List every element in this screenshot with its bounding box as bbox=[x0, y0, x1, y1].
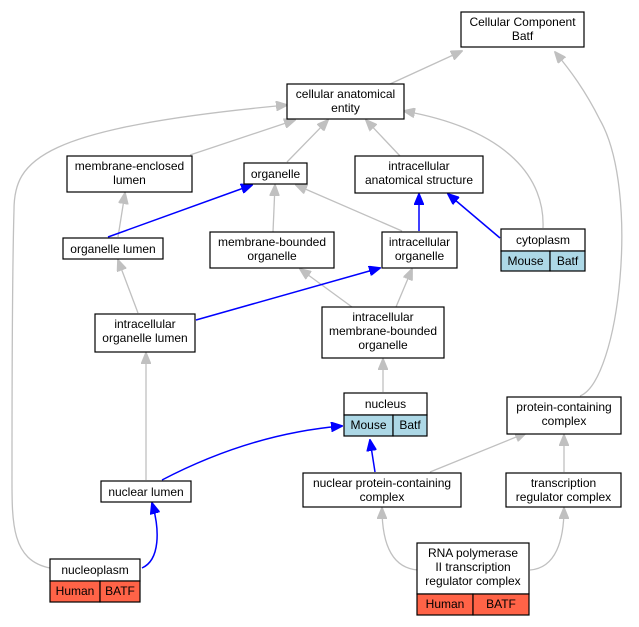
node-label-line: intracellular bbox=[389, 235, 450, 249]
node-label-line: complex bbox=[542, 414, 587, 428]
node-label-line: Batf bbox=[512, 29, 534, 43]
edge-ias-to-cae bbox=[366, 120, 401, 157]
annotation-cell-gene bbox=[549, 250, 586, 272]
node-intracellular-membrane-bounded-organelle[interactable]: intracellular membrane-bounded organelle bbox=[321, 306, 445, 359]
node-label-line: organelle bbox=[395, 249, 445, 263]
node-label-line: regulator complex bbox=[516, 490, 611, 504]
edge-imbo-to-icorg bbox=[395, 269, 412, 308]
node-label-line: RNA polymerase bbox=[428, 546, 518, 560]
annotation-species-label: Mouse bbox=[350, 418, 386, 432]
node-nucleoplasm[interactable]: nucleoplasm Human BATF bbox=[49, 558, 141, 603]
edge-nuclumen-partof-nucleus bbox=[161, 426, 342, 481]
node-membrane-enclosed-lumen[interactable]: membrane-enclosed lumen bbox=[66, 155, 193, 193]
edge-npcc-partof-nucleus bbox=[370, 440, 375, 473]
edge-iol-to-orglumen bbox=[118, 260, 139, 314]
node-label-line: complex bbox=[360, 490, 405, 504]
annotation-cell-gene bbox=[392, 414, 428, 437]
annotation-species-label: Human bbox=[426, 597, 465, 611]
node-label-line: nucleoplasm bbox=[61, 563, 128, 577]
node-intracellular-organelle[interactable]: intracellular organelle bbox=[381, 231, 458, 269]
annotation-gene-label: BATF bbox=[105, 584, 135, 598]
annotation-cell-gene bbox=[99, 580, 141, 603]
edge-rnap-to-trc bbox=[529, 508, 564, 571]
node-rna-polymerase-ii-transcription-regulator-complex[interactable]: RNA polymerase II transcription regulato… bbox=[416, 542, 530, 616]
node-nuclear-lumen[interactable]: nuclear lumen bbox=[100, 480, 192, 503]
node-nucleus[interactable]: nucleus Mouse Batf bbox=[343, 392, 428, 437]
node-label-line: organelle bbox=[358, 338, 408, 352]
node-cytoplasm[interactable]: cytoplasm Mouse Batf bbox=[500, 228, 586, 272]
edge-orglumen-partof-organelle bbox=[107, 185, 252, 238]
node-label-line: protein-containing bbox=[516, 400, 611, 414]
node-label-line: membrane-enclosed bbox=[75, 159, 184, 173]
node-organelle-lumen[interactable]: organelle lumen bbox=[62, 237, 164, 260]
node-label-line: intracellular bbox=[114, 317, 175, 331]
node-label-line: intracellular bbox=[352, 310, 413, 324]
node-label-line: membrane-bounded bbox=[329, 324, 437, 338]
edge-nucleoplasm-to-cae bbox=[11, 105, 287, 569]
node-label-line: intracellular bbox=[388, 159, 449, 173]
node-intracellular-organelle-lumen[interactable]: intracellular organelle lumen bbox=[94, 313, 196, 353]
node-intracellular-anatomical-structure[interactable]: intracellular anatomical structure bbox=[354, 155, 484, 194]
edge-orglumen-to-mel bbox=[117, 193, 125, 238]
node-cellular-anatomical-entity[interactable]: cellular anatomical entity bbox=[286, 83, 405, 120]
nodes: Cellular Component Batf cellular anatomi… bbox=[49, 11, 622, 616]
annotation-species-label: Human bbox=[56, 584, 95, 598]
annotation-gene-label: Batf bbox=[399, 418, 421, 432]
node-label-line: cellular anatomical bbox=[296, 87, 395, 101]
edge-imbo-to-mbo bbox=[300, 269, 353, 308]
node-label-line: II transcription bbox=[435, 560, 510, 574]
node-transcription-regulator-complex[interactable]: transcription regulator complex bbox=[505, 472, 622, 508]
edge-organelle-to-cae bbox=[286, 120, 328, 163]
node-label-line: organelle lumen bbox=[102, 331, 187, 345]
node-label-line: organelle bbox=[251, 167, 301, 181]
node-label-line: organelle bbox=[247, 249, 297, 263]
edges bbox=[11, 51, 623, 571]
edge-cytoplasm-partof-ias bbox=[448, 194, 501, 239]
node-label-line: membrane-bounded bbox=[218, 235, 326, 249]
edge-mel-to-cae bbox=[189, 120, 295, 156]
node-label-line: Cellular Component bbox=[469, 15, 576, 29]
node-label-line: entity bbox=[331, 101, 360, 115]
node-label-line: organelle lumen bbox=[70, 242, 155, 256]
annotation-gene-label: Batf bbox=[557, 254, 579, 268]
annotation-species-label: Mouse bbox=[507, 254, 543, 268]
edge-cytoplasm-to-cae bbox=[404, 111, 544, 229]
annotation-gene-label: BATF bbox=[486, 597, 516, 611]
edge-cae-to-cc-batf bbox=[389, 51, 462, 85]
edge-nucleoplasm-partof-nuclumen bbox=[141, 503, 157, 569]
node-label-line: nucleus bbox=[365, 397, 406, 411]
node-membrane-bounded-organelle[interactable]: membrane-bounded organelle bbox=[209, 231, 335, 269]
node-cellular-component-batf[interactable]: Cellular Component Batf bbox=[460, 11, 585, 48]
annotation-cell-gene bbox=[472, 593, 530, 616]
edge-mbo-to-organelle bbox=[273, 185, 275, 233]
edge-pcc-to-cc-batf bbox=[555, 52, 623, 397]
node-label-line: transcription bbox=[531, 476, 596, 490]
node-label-line: cytoplasm bbox=[516, 233, 570, 247]
edge-rnap-to-npcc bbox=[382, 508, 419, 571]
node-organelle[interactable]: organelle bbox=[243, 162, 308, 185]
node-nuclear-protein-containing-complex[interactable]: nuclear protein-containing complex bbox=[302, 472, 462, 508]
node-label-line: lumen bbox=[113, 173, 146, 187]
node-label-line: nuclear lumen bbox=[108, 485, 183, 499]
edge-iol-partof-icorg bbox=[195, 268, 380, 321]
node-label-line: regulator complex bbox=[425, 574, 520, 588]
node-protein-containing-complex[interactable]: protein-containing complex bbox=[506, 396, 622, 435]
edge-icorg-to-organelle bbox=[296, 185, 403, 232]
node-label-line: nuclear protein-containing bbox=[313, 476, 451, 490]
edge-npcc-to-pcc bbox=[429, 433, 526, 473]
node-label-line: anatomical structure bbox=[365, 173, 473, 187]
